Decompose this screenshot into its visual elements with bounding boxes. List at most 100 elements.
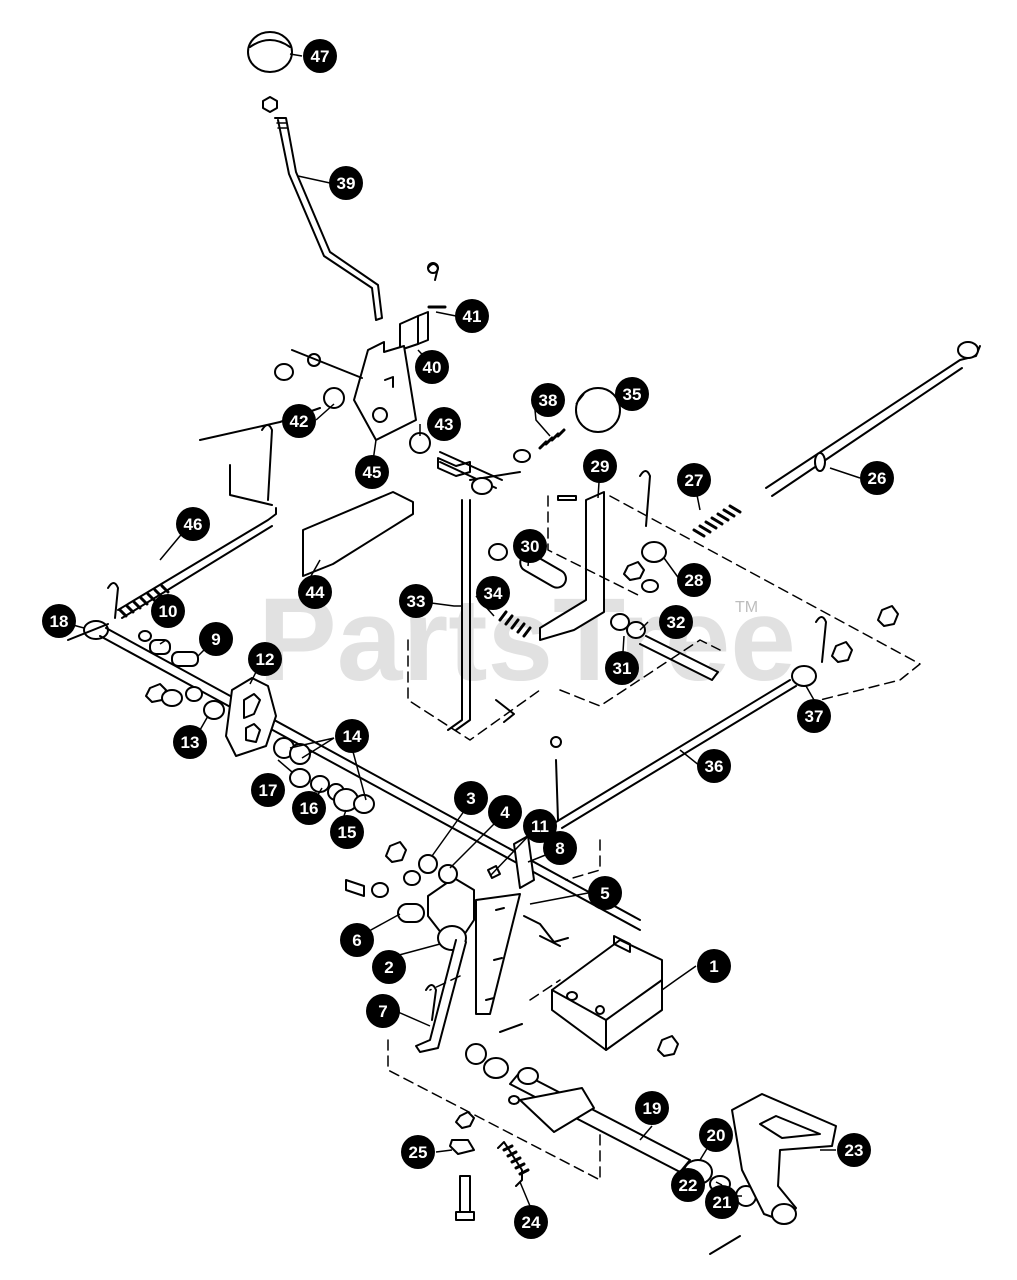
callout-35[interactable]: 35 — [615, 377, 649, 411]
callout-25[interactable]: 25 — [401, 1135, 435, 1169]
callouts: 1 2 3 4 5 6 7 8 9 10 11 12 13 14 15 16 1… — [42, 39, 894, 1239]
svg-text:46: 46 — [184, 515, 203, 534]
callout-20[interactable]: 20 — [699, 1118, 733, 1152]
svg-text:34: 34 — [484, 584, 503, 603]
svg-text:18: 18 — [50, 612, 69, 631]
svg-text:5: 5 — [600, 884, 609, 903]
callout-29[interactable]: 29 — [583, 449, 617, 483]
callout-22[interactable]: 22 — [671, 1168, 705, 1202]
rod-33-assembly — [439, 387, 621, 731]
plate-44 — [302, 491, 414, 577]
spring-and-bolt — [449, 1111, 530, 1221]
svg-text:15: 15 — [338, 823, 357, 842]
bracket-29-assembly — [488, 491, 719, 681]
svg-text:42: 42 — [290, 412, 309, 431]
svg-text:22: 22 — [679, 1176, 698, 1195]
svg-text:29: 29 — [591, 457, 610, 476]
callout-3[interactable]: 3 — [454, 781, 488, 815]
svg-text:36: 36 — [705, 757, 724, 776]
callout-19[interactable]: 19 — [635, 1091, 669, 1125]
svg-text:17: 17 — [259, 781, 278, 800]
callout-39[interactable]: 39 — [329, 166, 363, 200]
svg-text:4: 4 — [500, 803, 510, 822]
watermark-tm: TM — [735, 599, 758, 616]
main-bracket — [551, 939, 679, 1057]
callout-16[interactable]: 16 — [292, 791, 326, 825]
callout-36[interactable]: 36 — [697, 749, 731, 783]
callout-12[interactable]: 12 — [248, 642, 282, 676]
callout-45[interactable]: 45 — [355, 455, 389, 489]
callout-2[interactable]: 2 — [372, 950, 406, 984]
svg-text:47: 47 — [311, 47, 330, 66]
callout-14[interactable]: 14 — [335, 719, 369, 753]
callout-1[interactable]: 1 — [697, 949, 731, 983]
linkage-assembly — [345, 835, 631, 1015]
callout-24[interactable]: 24 — [514, 1205, 548, 1239]
callout-34[interactable]: 34 — [476, 576, 510, 610]
callout-30[interactable]: 30 — [513, 529, 547, 563]
callout-47[interactable]: 47 — [303, 39, 337, 73]
callout-7[interactable]: 7 — [366, 994, 400, 1028]
callout-13[interactable]: 13 — [173, 725, 207, 759]
callout-26[interactable]: 26 — [860, 461, 894, 495]
svg-text:21: 21 — [713, 1193, 732, 1212]
callout-32[interactable]: 32 — [659, 605, 693, 639]
svg-text:19: 19 — [643, 1099, 662, 1118]
svg-text:11: 11 — [531, 817, 549, 836]
callout-28[interactable]: 28 — [677, 563, 711, 597]
callout-9[interactable]: 9 — [199, 622, 233, 656]
clip-and-pin — [399, 262, 447, 351]
rod-36-assembly — [550, 605, 899, 829]
svg-text:23: 23 — [845, 1141, 864, 1160]
svg-text:40: 40 — [423, 358, 442, 377]
callout-41[interactable]: 41 — [455, 299, 489, 333]
svg-text:31: 31 — [613, 659, 632, 678]
callout-43[interactable]: 43 — [427, 407, 461, 441]
callout-11[interactable]: 11 — [523, 809, 557, 843]
svg-text:1: 1 — [709, 957, 718, 976]
rod-26-assembly — [639, 341, 981, 538]
callout-17[interactable]: 17 — [251, 773, 285, 807]
svg-text:27: 27 — [685, 471, 704, 490]
callout-8[interactable]: 8 — [543, 831, 577, 865]
svg-text:41: 41 — [463, 307, 482, 326]
callout-33[interactable]: 33 — [399, 584, 433, 618]
svg-text:26: 26 — [868, 469, 887, 488]
callout-37[interactable]: 37 — [797, 699, 831, 733]
svg-text:6: 6 — [352, 931, 361, 950]
svg-text:13: 13 — [181, 733, 200, 752]
guide-lines — [387, 495, 921, 1181]
callout-27[interactable]: 27 — [677, 463, 711, 497]
svg-text:35: 35 — [623, 385, 642, 404]
callout-15[interactable]: 15 — [330, 815, 364, 849]
callout-5[interactable]: 5 — [588, 876, 622, 910]
bushings-left — [138, 630, 225, 720]
callout-46[interactable]: 46 — [176, 507, 210, 541]
callout-42[interactable]: 42 — [282, 404, 316, 438]
callout-6[interactable]: 6 — [340, 923, 374, 957]
shift-lever-assembly — [247, 31, 383, 321]
svg-text:30: 30 — [521, 537, 540, 556]
callout-18[interactable]: 18 — [42, 604, 76, 638]
svg-text:38: 38 — [539, 391, 558, 410]
callout-21[interactable]: 21 — [705, 1185, 739, 1219]
svg-text:39: 39 — [337, 174, 356, 193]
callout-40[interactable]: 40 — [415, 350, 449, 384]
svg-text:12: 12 — [256, 650, 275, 669]
callout-4[interactable]: 4 — [488, 795, 522, 829]
svg-text:20: 20 — [707, 1126, 726, 1145]
svg-text:2: 2 — [384, 958, 393, 977]
callout-23[interactable]: 23 — [837, 1133, 871, 1167]
watermark-text: PartsTree — [258, 574, 796, 706]
callout-38[interactable]: 38 — [531, 383, 565, 417]
quadrant-plate — [225, 677, 277, 757]
svg-text:32: 32 — [667, 613, 686, 632]
svg-text:33: 33 — [407, 592, 426, 611]
callout-10[interactable]: 10 — [151, 594, 185, 628]
callout-44[interactable]: 44 — [298, 575, 332, 609]
shift-bracket-assembly — [199, 341, 471, 506]
svg-text:8: 8 — [555, 839, 564, 858]
callout-31[interactable]: 31 — [605, 651, 639, 685]
svg-text:9: 9 — [211, 630, 220, 649]
